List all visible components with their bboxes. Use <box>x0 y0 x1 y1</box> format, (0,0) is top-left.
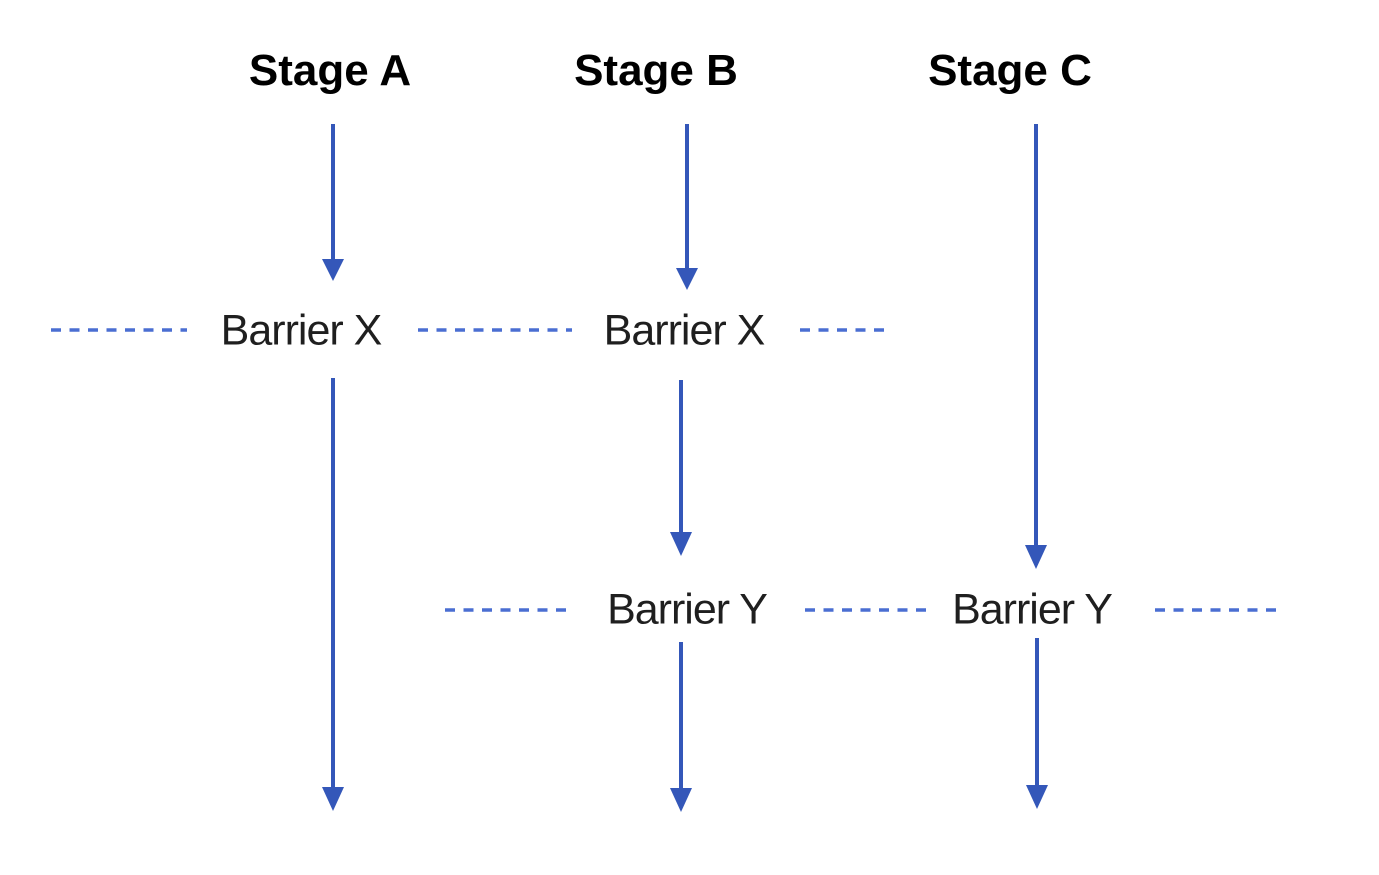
stage-c-label: Stage C <box>928 45 1092 95</box>
stage-b-label: Stage B <box>574 45 738 95</box>
barrier-y-label-stage-c: Barrier Y <box>952 585 1113 634</box>
barrier-x-label-stage-a: Barrier X <box>220 306 383 355</box>
stage-a-arrow-top <box>322 124 344 281</box>
stage-a-label: Stage A <box>248 45 412 95</box>
arrowhead-icon <box>322 259 344 281</box>
arrowhead-icon <box>670 788 692 812</box>
stage-c-arrow-top <box>1025 124 1047 569</box>
stage-c-arrow-bottom <box>1026 638 1048 809</box>
barrier-y-label-stage-b: Barrier Y <box>607 585 768 634</box>
stage-b-arrow-top <box>676 124 698 290</box>
arrowhead-icon <box>676 268 698 290</box>
stage-b-arrow-middle <box>670 380 692 556</box>
arrowhead-icon <box>1025 545 1047 569</box>
arrowhead-icon <box>670 532 692 556</box>
arrowhead-icon <box>1026 785 1048 809</box>
stage-a-arrow-bottom <box>322 378 344 811</box>
barrier-x-label-stage-b: Barrier X <box>603 306 766 355</box>
stage-b-arrow-bottom <box>670 642 692 812</box>
arrowhead-icon <box>322 787 344 811</box>
